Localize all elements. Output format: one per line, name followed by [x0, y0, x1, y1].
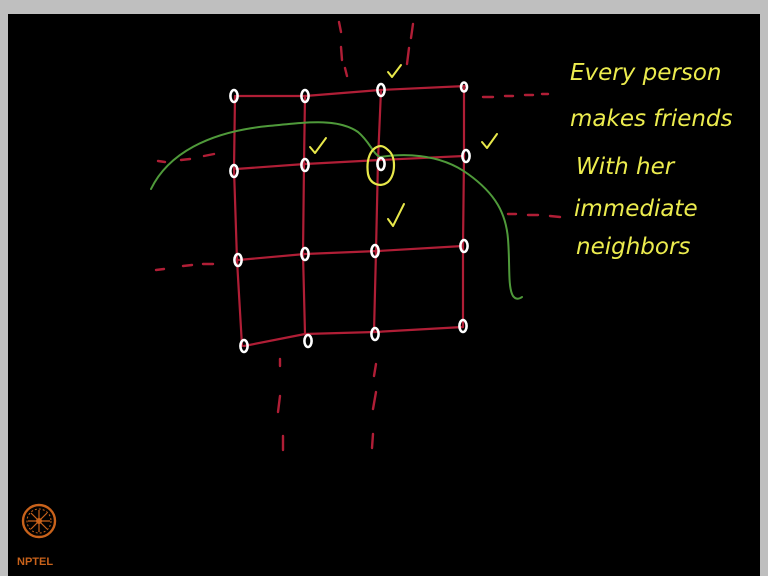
grid-row-4: [242, 325, 465, 348]
person-node: [458, 318, 468, 334]
person-node: [376, 156, 386, 172]
grid-row-2: [234, 154, 466, 171]
check-mark-icon: [481, 133, 498, 149]
person-node: [370, 243, 380, 259]
note-line-1: Every person: [570, 60, 722, 86]
dash-bottom-right: [372, 362, 378, 378]
person-node: [229, 88, 239, 104]
highlight-circle: [366, 144, 396, 186]
note-line-4: immediate: [574, 196, 698, 222]
dash-bottom-left: [276, 394, 282, 414]
person-node: [229, 163, 239, 179]
grid-col-1: [232, 94, 244, 348]
grid-row-1: [234, 84, 468, 98]
person-node: [461, 148, 471, 164]
check-mark-icon: [387, 64, 402, 78]
dashed-extensions: [154, 20, 562, 452]
dash-bottom-right: [370, 432, 375, 450]
grid-col-4: [461, 86, 466, 329]
nptel-wheel-icon: [21, 503, 57, 539]
person-node: [459, 81, 469, 93]
person-node: [303, 333, 313, 349]
person-node: [370, 326, 380, 342]
grid-row-3: [236, 244, 465, 262]
person-node: [459, 238, 469, 254]
person-node: [239, 338, 249, 354]
dash-top-left: [339, 45, 344, 62]
dash-left-row-2: [156, 159, 167, 164]
dash-left-row-2: [179, 157, 192, 162]
note-line-3: With her: [576, 154, 676, 180]
dash-bottom-right: [371, 390, 378, 411]
community-boundary-curve: [150, 121, 523, 300]
dash-left-row-2: [202, 152, 216, 158]
nptel-logo: NPTEL: [17, 503, 57, 568]
grid-diagram: Every person makes friends With her imme…: [17, 20, 737, 568]
note-text: Every person makes friends With her imme…: [570, 60, 737, 260]
check-mark-icon: [387, 203, 405, 227]
person-node: [300, 157, 310, 173]
check-marks: [309, 64, 498, 227]
person-node: [376, 82, 386, 98]
note-line-5: neighbors: [576, 234, 690, 260]
person-node: [300, 246, 310, 262]
grid-lines: [232, 84, 468, 348]
logo-text: NPTEL: [17, 556, 53, 568]
person-node: [233, 252, 243, 268]
dash-left-row-3: [181, 263, 194, 268]
note-line-2: makes friends: [570, 106, 733, 132]
blackboard: Every person makes friends With her imme…: [8, 14, 760, 576]
person-nodes: [229, 81, 471, 354]
dash-right-row-3: [548, 214, 562, 219]
person-node: [300, 88, 310, 104]
dash-top-right: [409, 22, 415, 40]
dash-top-left: [343, 66, 349, 78]
dash-top-right: [405, 46, 411, 66]
check-mark-icon: [309, 137, 327, 154]
grid-col-3: [372, 88, 383, 334]
dash-left-row-3: [154, 267, 166, 272]
dash-top-left: [337, 20, 343, 34]
grid-col-2: [301, 94, 307, 336]
